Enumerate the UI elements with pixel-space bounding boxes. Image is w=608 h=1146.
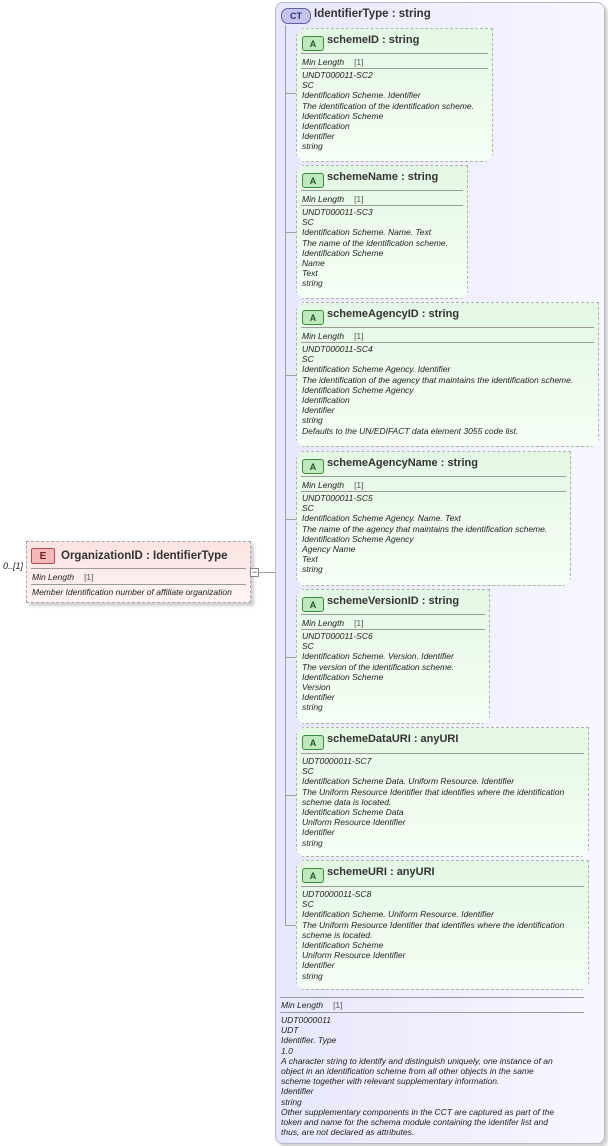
divider <box>301 491 566 492</box>
attribute-box-scheme-agency-id[interactable]: A schemeAgencyID : string Min Length[1] … <box>296 302 599 447</box>
attribute-facet: Min Length [1] <box>302 618 364 628</box>
facet-value: [1] <box>354 618 364 628</box>
facet-value: [1] <box>354 194 364 204</box>
divider <box>301 205 463 206</box>
divider <box>280 997 584 998</box>
attribute-icon: A <box>302 735 324 750</box>
attribute-icon: A <box>302 868 324 883</box>
attribute-box-scheme-version-id[interactable]: A schemeVersionID : string Min Length [1]… <box>296 589 490 724</box>
complex-type-name: IdentifierType : string <box>314 8 431 20</box>
attribute-box-scheme-id[interactable]: A schemeID : string Min Length [1] UNDT00… <box>296 28 493 162</box>
complex-type-box[interactable]: CT IdentifierType : string A schemeID : … <box>275 2 605 1144</box>
attribute-box-scheme-agency-name[interactable]: A schemeAgencyName : string Min Length [1… <box>296 451 571 586</box>
divider <box>31 584 246 585</box>
attribute-documentation: UNDT000011-SC2 SC Identification Scheme.… <box>302 70 474 152</box>
facet-label: Min Length <box>302 480 345 490</box>
facet-value: [1] <box>354 57 364 67</box>
facet-value: [1] <box>333 1000 343 1010</box>
attribute-name: schemeID : string <box>327 34 420 46</box>
facet-label: Min Length <box>302 194 345 204</box>
element-facet: Min Length [1] <box>32 572 94 582</box>
divider <box>301 629 485 630</box>
attribute-facet: Min Length [1] <box>302 480 364 490</box>
divider <box>31 568 246 569</box>
complex-type-facet: Min Length [1] <box>281 1000 343 1010</box>
attribute-icon: A <box>302 36 324 51</box>
element-icon: E <box>31 548 55 564</box>
divider <box>301 190 463 191</box>
facet-label: Min Length <box>281 1000 324 1010</box>
facet-label: Min Length <box>32 572 75 582</box>
attribute-name: schemeAgencyID : string <box>327 308 460 320</box>
attribute-icon: A <box>302 459 324 474</box>
attribute-icon: A <box>302 173 324 188</box>
attribute-documentation: UNDT000011-SC5 SC Identification Scheme … <box>302 493 548 575</box>
attribute-name: schemeAgencyName : string <box>327 457 478 469</box>
attribute-facet: Min Length [1] <box>302 57 364 67</box>
divider <box>301 53 488 54</box>
attribute-branch <box>285 657 296 658</box>
divider <box>301 886 584 887</box>
attribute-branch <box>285 795 296 796</box>
attribute-documentation: UNDT000011-SC6 SC Identification Scheme.… <box>302 631 455 713</box>
facet-label: Min Length <box>302 331 345 341</box>
attribute-facet: Min Length [1] <box>302 194 364 204</box>
facet-value: [1] <box>354 331 364 341</box>
attribute-facet: Min Length [1] <box>302 331 364 341</box>
occurrence-label: 0..[1] <box>3 561 24 571</box>
attribute-box-scheme-uri[interactable]: A schemeURI : anyURI UDT0000011-SC8 SC I… <box>296 860 589 990</box>
attribute-branch <box>285 519 296 520</box>
complex-type-icon: CT <box>281 8 311 24</box>
attribute-branch <box>285 93 296 94</box>
attribute-icon: A <box>302 597 324 612</box>
element-connector-line <box>259 572 275 573</box>
attribute-box-scheme-name[interactable]: A schemeName : string Min Length [1] UNDT… <box>296 165 468 299</box>
attribute-documentation: UNDT000011-SC4 SC Identification Scheme … <box>302 344 574 436</box>
attribute-name: schemeURI : anyURI <box>327 866 435 878</box>
attribute-tree-line <box>285 25 286 925</box>
attribute-branch <box>285 232 296 233</box>
attribute-documentation: UNDT000011-SC3 SC Identification Scheme.… <box>302 207 448 289</box>
attribute-documentation: UDT0000011-SC7 SC Identification Scheme … <box>302 756 565 848</box>
attribute-name: schemeName : string <box>327 171 439 183</box>
attribute-branch <box>285 925 296 926</box>
facet-value: [1] <box>84 572 94 582</box>
element-header: E OrganizationID : IdentifierType <box>31 547 228 565</box>
divider <box>301 476 566 477</box>
attribute-box-scheme-data-uri[interactable]: A schemeDataURI : anyURI UDT0000011-SC7 … <box>296 727 589 857</box>
collapse-minus-icon[interactable]: − <box>250 567 259 577</box>
element-box-organization-id[interactable]: E OrganizationID : IdentifierType Min Le… <box>26 541 251 603</box>
facet-label: Min Length <box>302 618 345 628</box>
facet-value: [1] <box>354 480 364 490</box>
divider <box>301 68 488 69</box>
divider <box>301 614 485 615</box>
divider <box>301 753 584 754</box>
attribute-branch <box>285 375 296 376</box>
element-name: OrganizationID : IdentifierType <box>61 550 228 562</box>
divider <box>301 342 594 343</box>
attribute-documentation: UDT0000011-SC8 SC Identification Scheme.… <box>302 889 565 981</box>
attribute-name: schemeVersionID : string <box>327 595 460 607</box>
element-documentation: Member Identification number of affiliat… <box>32 587 232 597</box>
attribute-name: schemeDataURI : anyURI <box>327 733 459 745</box>
facet-label: Min Length <box>302 57 345 67</box>
complex-type-documentation: UDT0000011 UDT Identifier. Type 1.0 A ch… <box>281 1015 555 1138</box>
divider <box>301 327 594 328</box>
divider <box>280 1012 584 1013</box>
attribute-icon: A <box>302 310 324 325</box>
